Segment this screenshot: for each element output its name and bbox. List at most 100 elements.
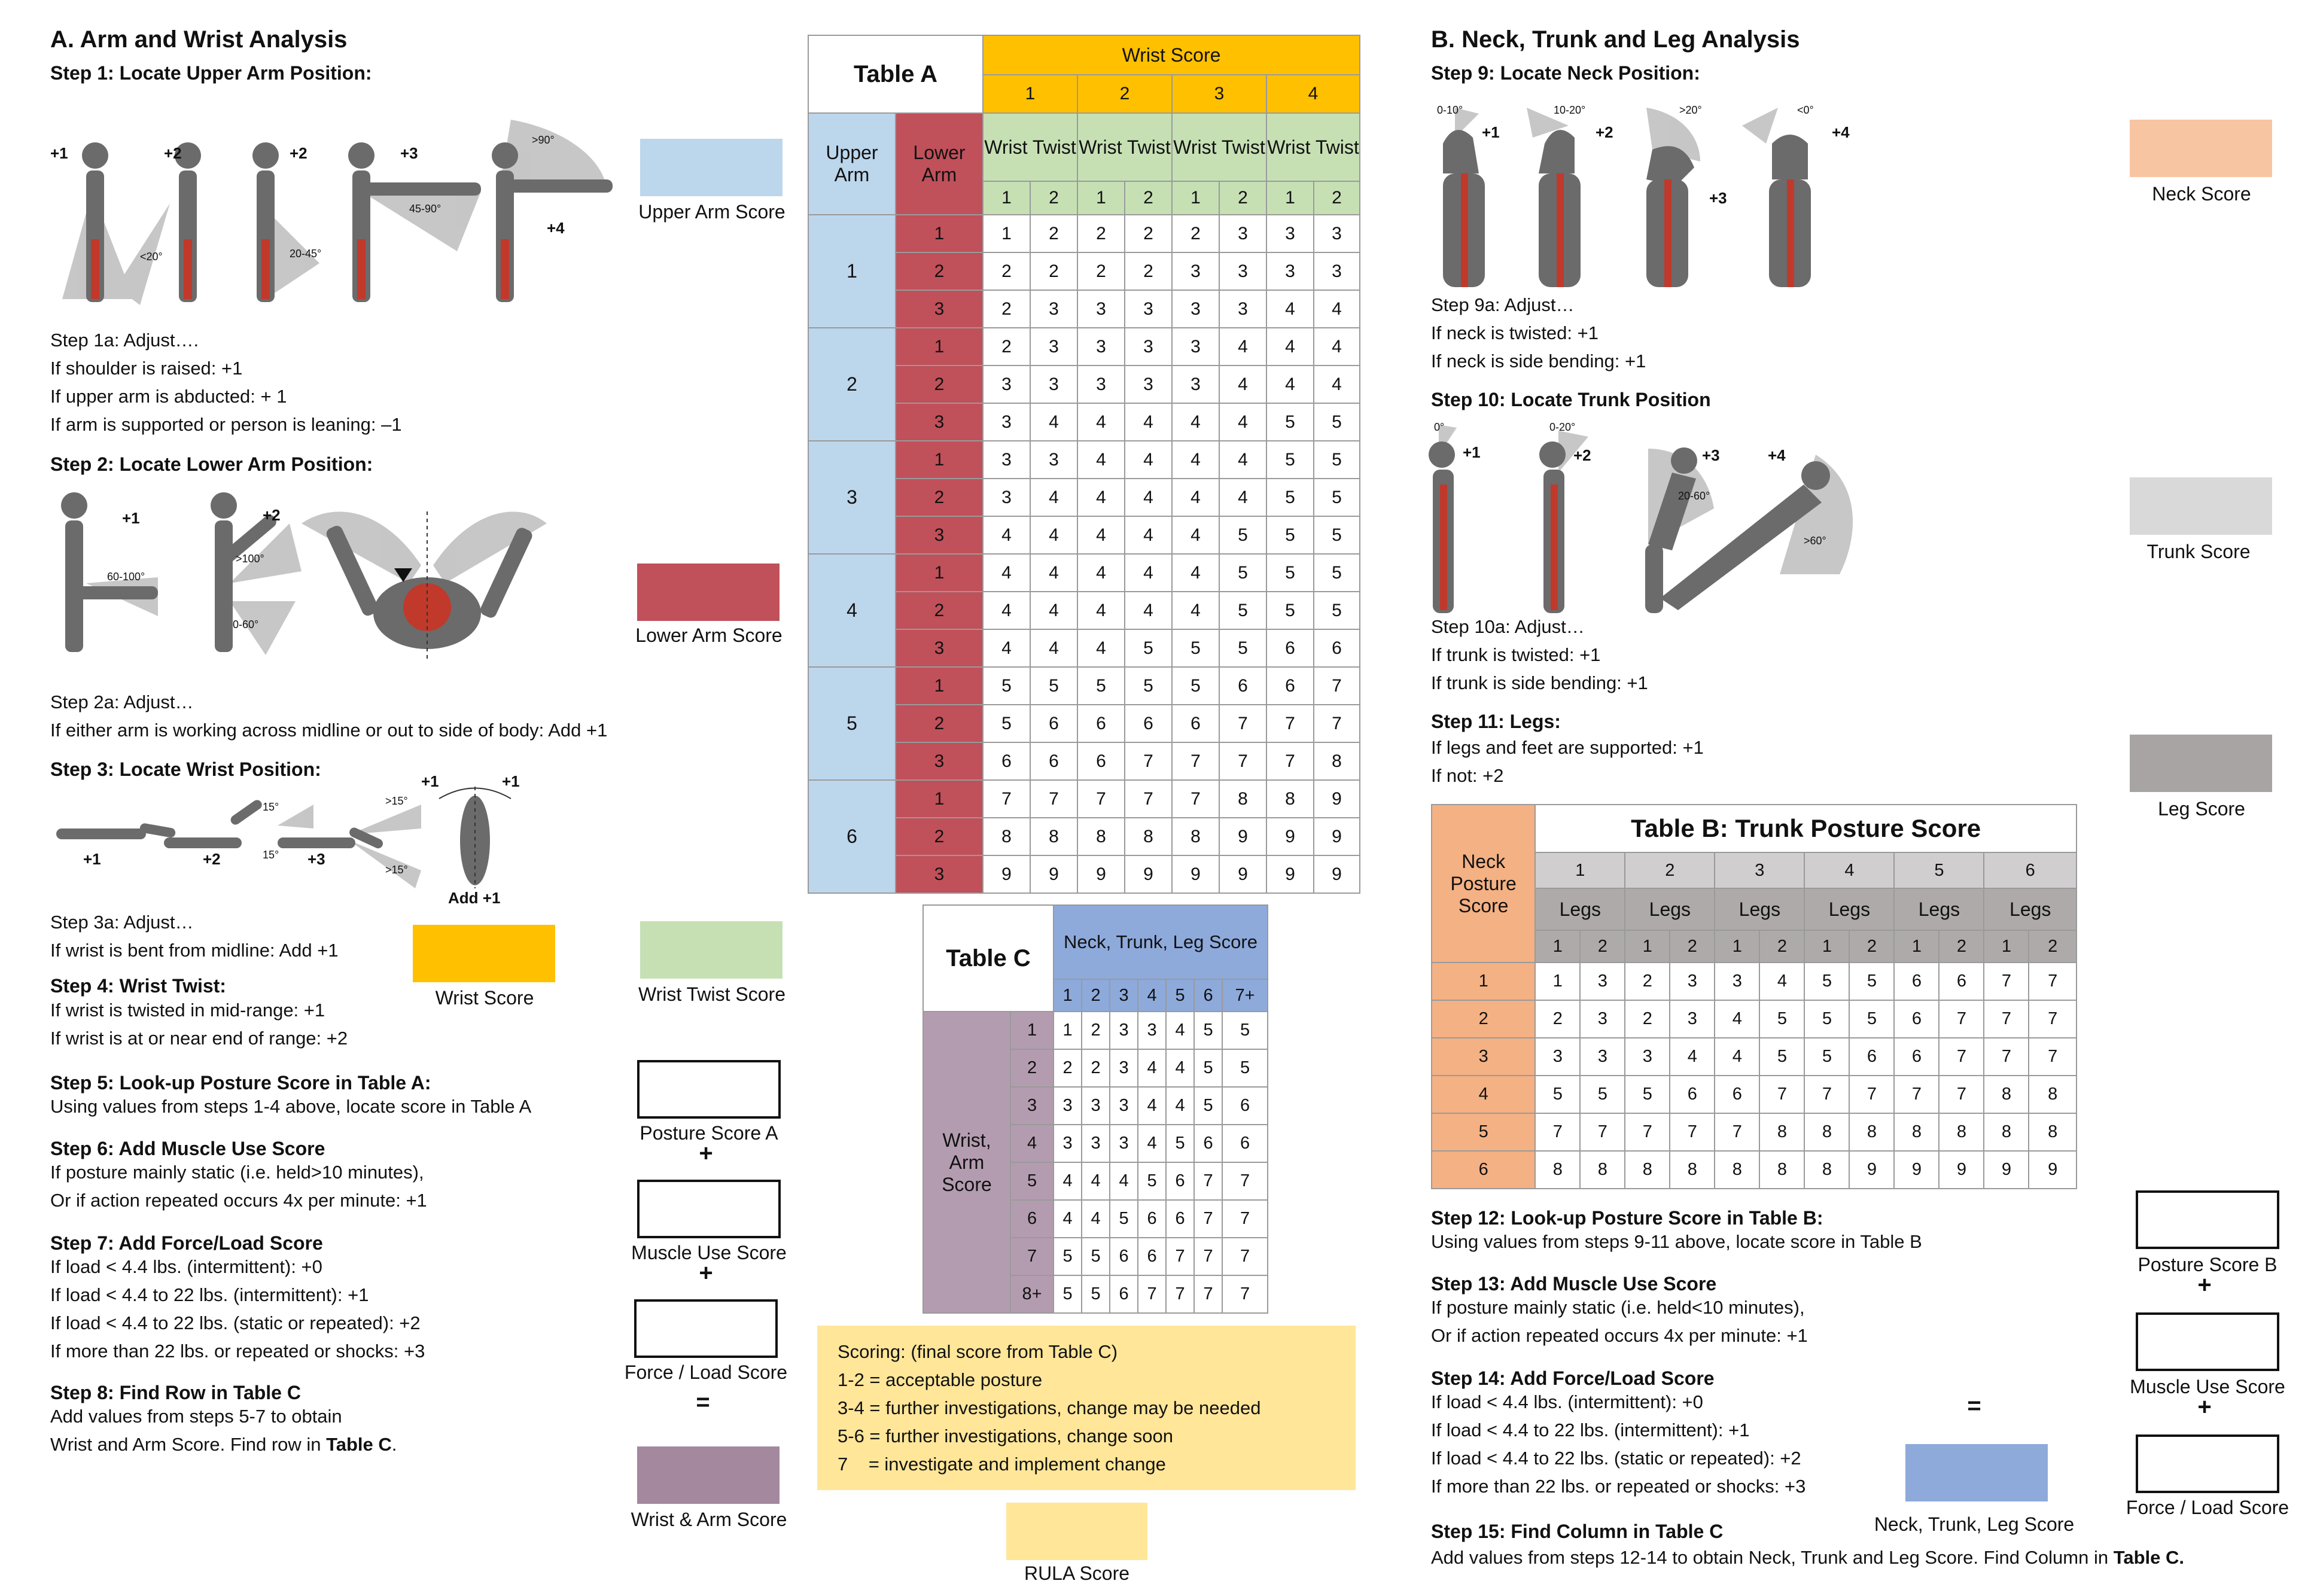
table-a-upper-arm-value: 3 [808, 440, 896, 555]
posture-score-b-box[interactable] [2136, 1190, 2279, 1249]
table-c-cell: 7 [1222, 1275, 1269, 1314]
table-a-lower-arm-value: 2 [895, 704, 984, 743]
table-c-cell: 7 [1165, 1237, 1195, 1276]
table-b-legs-header: Legs [1714, 888, 1805, 931]
wrist-twist-score-box[interactable] [640, 921, 783, 979]
wrist-score-side-right: +1 [502, 772, 520, 790]
table-a-cell: 3 [1077, 365, 1125, 404]
table-a-cell: 3 [1030, 327, 1078, 366]
table-a-lower-arm-value: 2 [895, 817, 984, 856]
table-a-cell: 2 [1077, 214, 1125, 253]
table-a-cell: 5 [1219, 591, 1267, 630]
force-load-score-a-label: Force / Load Score [624, 1362, 788, 1383]
posture-score-b-label: Posture Score B [2138, 1254, 2278, 1275]
table-a-cell: 5 [1313, 403, 1361, 441]
table-b-cell: 7 [1579, 1113, 1626, 1152]
table-c-row-label: 7 [1009, 1237, 1055, 1276]
force-load-score-a-box[interactable] [634, 1299, 778, 1358]
table-a-cell: 7 [1266, 704, 1314, 743]
upper-arm-score-box[interactable] [640, 139, 783, 196]
table-a-cell: 7 [1171, 742, 1220, 781]
table-c-cell: 6 [1222, 1124, 1269, 1163]
neck-trunk-leg-score-box[interactable] [1905, 1444, 2048, 1501]
table-c-cell: 7 [1137, 1275, 1167, 1314]
table-b-cell: 8 [1669, 1150, 1716, 1189]
table-a-lower-arm-value: 3 [895, 742, 984, 781]
neck-score-1: +1 [1482, 123, 1500, 141]
table-a-cell: 5 [1030, 666, 1078, 705]
table-c-cell: 4 [1137, 1049, 1167, 1088]
table-a-cell: 7 [1171, 779, 1220, 818]
table-a-wrist-col: 1 [982, 74, 1078, 114]
table-a-cell: 6 [1077, 742, 1125, 781]
table-a-lower-arm-value: 1 [895, 553, 984, 592]
table-b-cell: 8 [1579, 1150, 1626, 1189]
step6-heading: Step 6: Add Muscle Use Score [50, 1138, 325, 1159]
step1a-block: Step 1a: Adjust…. If shoulder is raised:… [50, 326, 402, 438]
neck-angle-4: <0° [1797, 104, 1814, 116]
scoring-line: 1-2 = acceptable posture [838, 1369, 1043, 1390]
table-a-cell: 3 [1124, 365, 1173, 404]
step8-heading: Step 8: Find Row in Table C [50, 1382, 301, 1403]
muscle-use-score-a-box[interactable] [637, 1180, 781, 1238]
table-a-cell: 4 [1077, 553, 1125, 592]
step9a-block: Step 9a: Adjust… If neck is twisted: +1 … [1431, 291, 1646, 375]
muscle-use-score-b-box[interactable] [2136, 1312, 2279, 1371]
table-a-cell: 5 [1219, 553, 1267, 592]
table-c-cell: 4 [1137, 1124, 1167, 1163]
table-c-cell: 2 [1053, 1049, 1083, 1088]
table-a-cell: 3 [1124, 327, 1173, 366]
table-a-twist-col: 2 [1313, 181, 1361, 215]
step14-line: If load < 4.4 lbs. (intermittent): +0 [1431, 1391, 1703, 1412]
step7-line: If load < 4.4 to 22 lbs. (intermittent):… [50, 1284, 369, 1305]
table-b-cell: 8 [1759, 1150, 1805, 1189]
scoring-line: Scoring: (final score from Table C) [838, 1341, 1118, 1362]
posture-score-a-box[interactable] [637, 1060, 781, 1119]
step14-line: If load < 4.4 to 22 lbs. (intermittent):… [1431, 1420, 1750, 1440]
lower-arm-score-box[interactable] [637, 564, 780, 621]
step8-line-end: . [391, 1434, 397, 1455]
table-a-cell: 4 [1171, 553, 1220, 592]
wrist-add-label: Add +1 [448, 889, 500, 906]
wrist-angle-2: 15° [263, 849, 279, 861]
table-c-cell: 6 [1109, 1275, 1139, 1314]
table-a-cell: 4 [1171, 516, 1220, 555]
table-a-cell: 5 [1219, 516, 1267, 555]
wrist-arm-score-box[interactable] [637, 1446, 780, 1504]
wrist-score-label: Wrist Score [435, 987, 534, 1009]
rula-score-box[interactable] [1006, 1503, 1147, 1560]
table-b-cell: 8 [1893, 1113, 1940, 1152]
table-b-trunk-col: 6 [1983, 852, 2077, 889]
table-c-cell: 5 [1137, 1162, 1167, 1201]
wrist-score-box[interactable] [413, 925, 555, 982]
table-c-cell: 3 [1109, 1011, 1139, 1050]
table-c-cell: 5 [1053, 1237, 1083, 1276]
step7-block: If load < 4.4 lbs. (intermittent): +0 If… [50, 1253, 425, 1365]
table-a-cell: 4 [1124, 440, 1173, 479]
table-b-cell: 8 [2028, 1113, 2077, 1152]
neck-score-box[interactable] [2130, 120, 2272, 177]
lower-arm-score-label: Lower Arm Score [635, 625, 783, 646]
table-b-cell: 8 [1983, 1113, 2030, 1152]
lower-arm-angle-2: >100° [236, 553, 264, 565]
table-a-wrist-twist-header: Wrist Twist [1171, 112, 1267, 182]
table-a-cell: 9 [1266, 817, 1314, 856]
table-a-cell: 3 [982, 403, 1031, 441]
force-load-score-b-box[interactable] [2136, 1434, 2279, 1493]
trunk-score-box[interactable] [2130, 477, 2272, 535]
wrist-figures: +1 +2 +3 +1 +1 15° 15° >15° >15° Add +1 [56, 772, 520, 906]
step2a-line: Step 2a: Adjust… [50, 692, 194, 712]
table-b-cell: 7 [1938, 1037, 1985, 1076]
leg-score-box[interactable] [2130, 735, 2272, 792]
table-a-lower-arm-value: 3 [895, 516, 984, 555]
step10a-block: Step 10a: Adjust… If trunk is twisted: +… [1431, 613, 1648, 697]
table-a-cell: 4 [1124, 553, 1173, 592]
table-b-cell: 4 [1714, 1037, 1761, 1076]
table-a-cell: 1 [982, 214, 1031, 253]
